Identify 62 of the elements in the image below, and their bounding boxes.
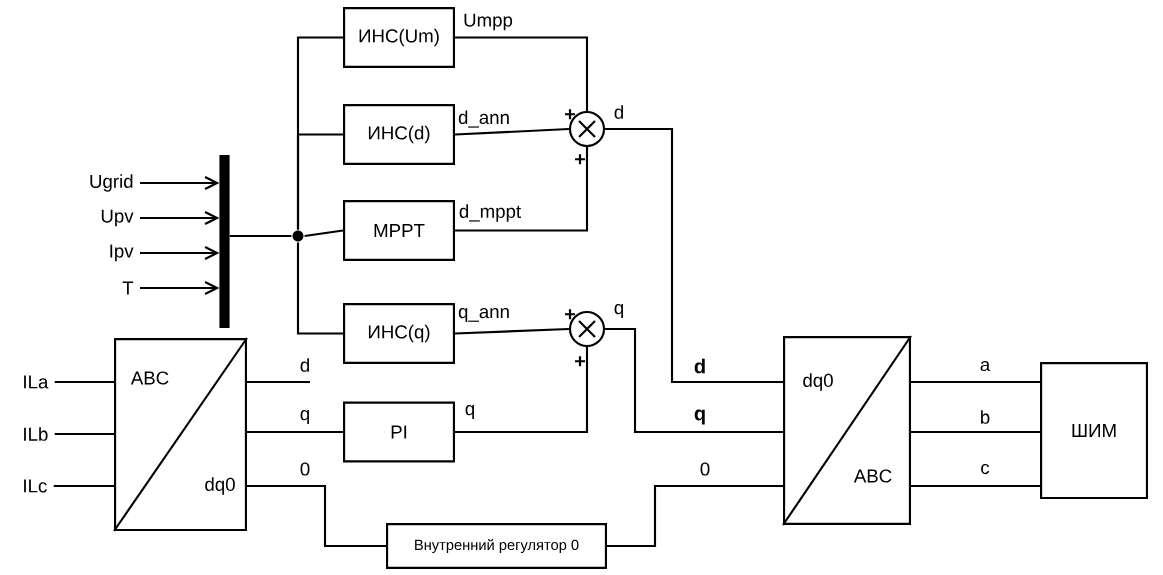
block: ИНС(Um) <box>343 7 455 68</box>
connector <box>229 234 292 238</box>
edge-label: q_ann <box>458 308 509 322</box>
block: PI <box>343 401 455 463</box>
edge-label: Umpp <box>464 13 513 31</box>
connector <box>140 211 220 225</box>
edge-label: c <box>981 463 990 475</box>
edge-label: a <box>980 360 991 372</box>
edge-label: 0 <box>700 462 710 476</box>
block: Внутренний регулятор 0 <box>386 523 607 569</box>
connector <box>911 380 1040 384</box>
connector <box>140 281 220 295</box>
signal-label: ILc <box>24 479 47 493</box>
signal-label: Upv <box>101 209 134 227</box>
plus-sign: + <box>575 154 586 165</box>
edge-label: d_mppt <box>459 204 521 222</box>
edge-label: q <box>614 304 623 318</box>
edge-label: 0 <box>300 462 310 476</box>
connector <box>140 246 220 260</box>
connector <box>605 127 783 384</box>
connector <box>304 229 344 238</box>
block: ИНС(d) <box>343 104 455 165</box>
signal-label: T <box>122 281 134 295</box>
signal-label: Ugrid <box>90 174 133 192</box>
connector <box>53 484 114 488</box>
bus-bar <box>219 155 230 328</box>
connector <box>54 432 114 436</box>
edge-label: q <box>300 410 309 424</box>
connector <box>296 242 343 335</box>
signal-label: ILa <box>24 375 49 389</box>
connector <box>140 176 220 190</box>
block: ИНС(q) <box>343 303 455 364</box>
transform-block: dq0 ABC <box>782 335 912 526</box>
connector <box>247 430 343 434</box>
transform-block: ABC dq0 <box>113 337 248 532</box>
connector <box>911 430 1040 434</box>
connector <box>247 484 386 548</box>
signal-label: Ipv <box>110 244 134 262</box>
connector <box>54 380 114 384</box>
connector <box>454 327 569 335</box>
connector <box>455 36 589 111</box>
block: ШИМ <box>1040 362 1148 499</box>
signal-label: ILb <box>24 427 48 441</box>
connector <box>296 133 343 230</box>
edge-label: q <box>465 405 474 419</box>
plus-sign: + <box>565 109 576 120</box>
edge-label: d <box>300 358 309 372</box>
edge-label: b <box>981 410 990 424</box>
port-label: d <box>694 358 705 374</box>
connector <box>454 127 569 136</box>
edge-label: d <box>614 105 623 119</box>
edge-label: d_ann <box>458 110 509 128</box>
port-label: q <box>694 409 705 425</box>
connector <box>247 380 310 384</box>
plus-sign: + <box>575 356 586 367</box>
connector <box>455 347 589 434</box>
plus-sign: + <box>565 309 576 320</box>
connector <box>605 327 783 434</box>
connector <box>911 484 1040 488</box>
connector <box>455 147 589 232</box>
block: MPPT <box>343 200 455 261</box>
connector <box>607 484 783 548</box>
